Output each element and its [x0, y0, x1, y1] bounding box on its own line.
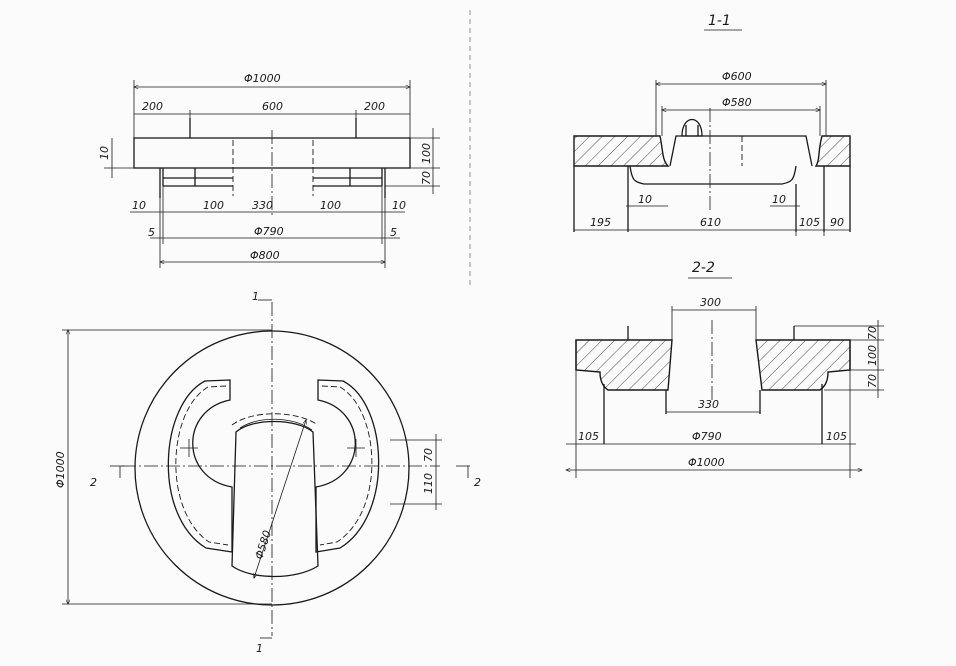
sec11-dim-600: Φ600 [722, 70, 752, 83]
sec22-dim-1000: Φ1000 [688, 456, 725, 469]
dim-thickness-10: 10 [98, 146, 111, 160]
dim-10-right: 10 [392, 199, 406, 212]
sec22-dim-105-left: 105 [578, 430, 599, 443]
cut-mark-2-left: 2 [90, 476, 97, 489]
plan-view [62, 299, 470, 639]
cut-mark-2-right: 2 [474, 476, 481, 489]
sec22-dim-70-bottom: 70 [866, 374, 879, 388]
sec11-dim-195: 195 [590, 216, 611, 229]
dim-330: 330 [252, 199, 273, 212]
dim-overall-diameter: Φ1000 [244, 72, 281, 85]
side-elevation [104, 80, 440, 268]
cut-mark-1-top: 1 [252, 290, 259, 303]
dim-plan-diameter-580: Φ580 [252, 529, 274, 561]
dim-100-left: 100 [203, 199, 224, 212]
sec22-dim-330: 330 [698, 398, 719, 411]
dim-middle-600: 600 [262, 100, 283, 113]
dim-diameter-800: Φ800 [250, 249, 280, 262]
sec22-dim-100: 100 [866, 345, 879, 366]
sec22-dim-70-top: 70 [866, 326, 879, 340]
dim-5-right: 5 [390, 226, 397, 239]
section-2-2 [566, 306, 884, 478]
dim-plan-70: 70 [422, 448, 435, 462]
sec22-dim-105-right: 105 [826, 430, 847, 443]
sec22-dim-300: 300 [700, 296, 721, 309]
section-title-1-1: 1-1 [708, 13, 731, 29]
dim-plan-diameter-1000: Φ1000 [54, 451, 67, 488]
dim-10-left: 10 [132, 199, 146, 212]
dim-5-left: 5 [148, 226, 155, 239]
sec11-dim-90: 90 [830, 216, 844, 229]
dim-100-right: 100 [320, 199, 341, 212]
dim-right-200: 200 [364, 100, 385, 113]
dim-diameter-790: Φ790 [254, 225, 284, 238]
sec11-dim-580: Φ580 [722, 96, 752, 109]
sec11-dim-10-left: 10 [638, 193, 652, 206]
section-1-1 [573, 80, 851, 236]
sec22-dim-790: Φ790 [692, 430, 722, 443]
sec11-dim-10-right: 10 [772, 193, 786, 206]
dim-height-100: 100 [420, 143, 433, 164]
section-title-2-2: 2-2 [692, 260, 715, 276]
dim-height-70: 70 [420, 171, 433, 185]
cut-mark-1-bottom: 1 [256, 642, 263, 655]
dim-plan-110: 110 [422, 473, 435, 494]
sec11-dim-610: 610 [700, 216, 721, 229]
dim-left-200: 200 [142, 100, 163, 113]
sec11-dim-105: 105 [799, 216, 820, 229]
